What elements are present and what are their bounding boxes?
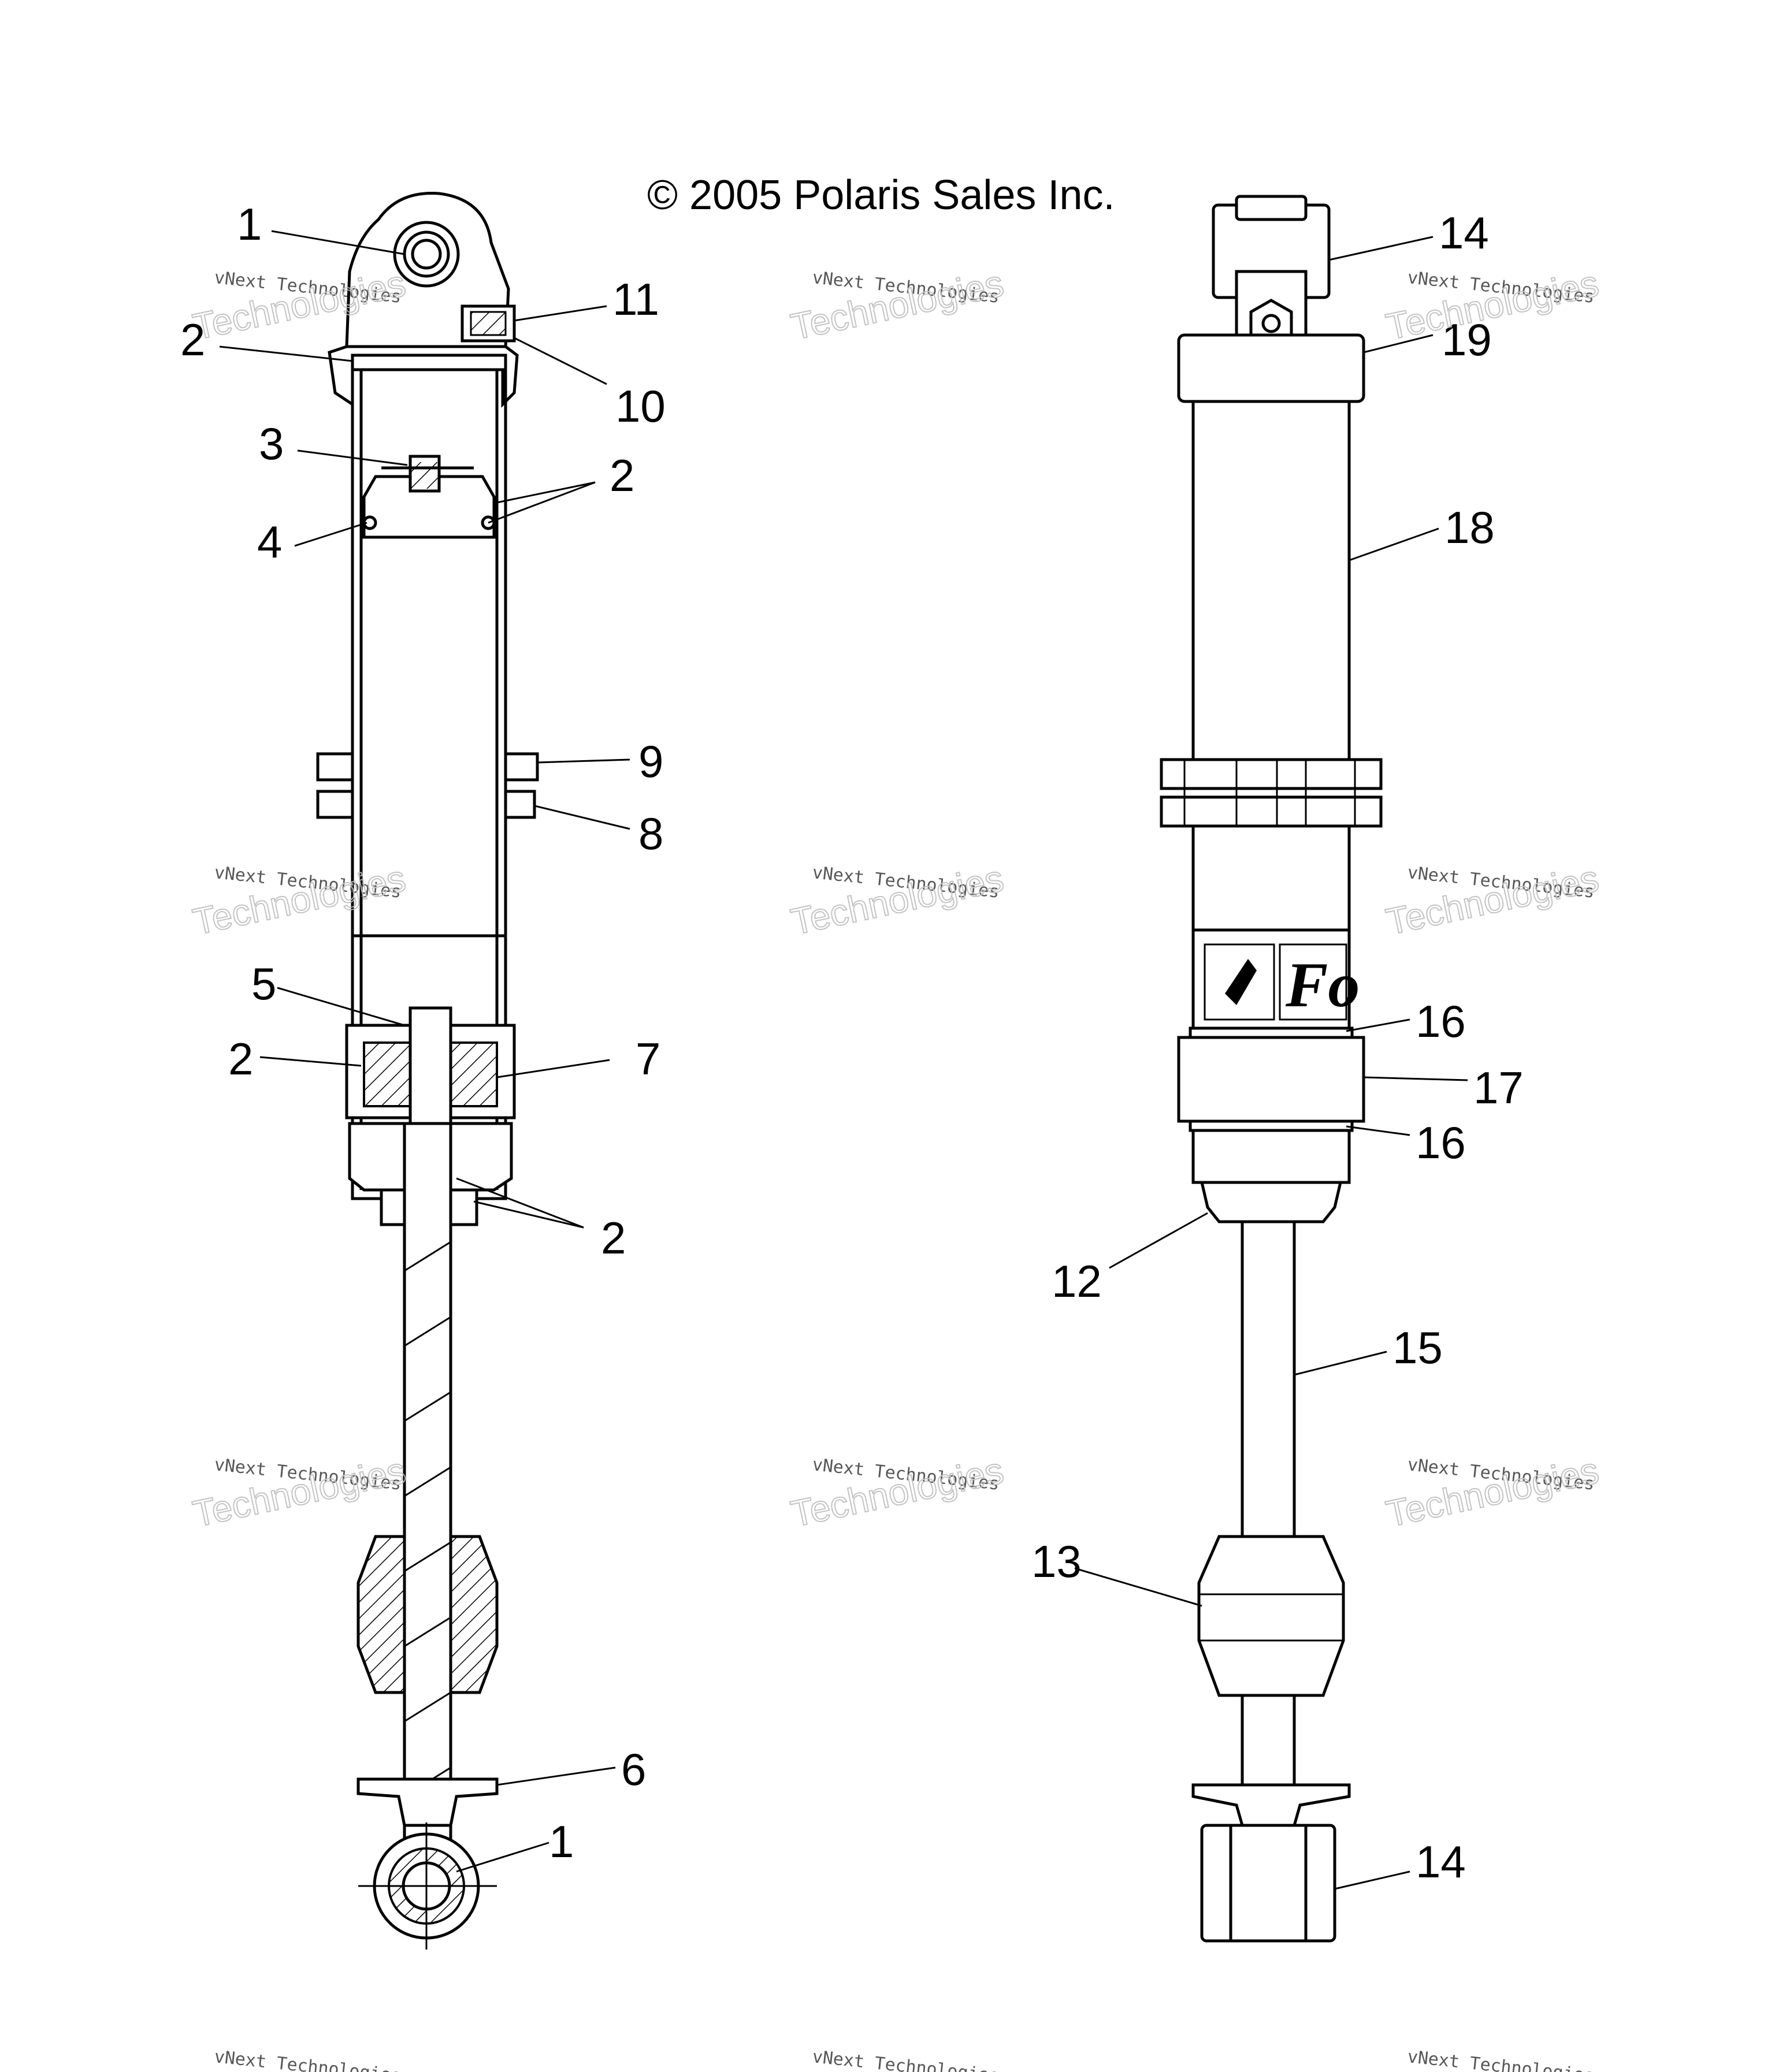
watermark-r4c2: vNext Technologies: [811, 2047, 1000, 2072]
bottom-eyelet-center: [1229, 1824, 1308, 1943]
shim-stack-left: [363, 1041, 411, 1107]
body-lower-tube: [1191, 824, 1351, 932]
callout-10: 10: [615, 381, 666, 431]
bottom-out-cup: [1191, 1783, 1351, 1827]
valve-threads: [470, 311, 507, 336]
bumper-13: [1197, 1535, 1345, 1697]
callout-11: 11: [612, 274, 659, 325]
top-eyelet-cap: [1235, 195, 1308, 221]
spring-collar-upper: [1160, 758, 1383, 790]
callout-4: 4: [257, 516, 282, 567]
callout-3: 3: [259, 418, 284, 469]
callout-2-low: 2: [601, 1212, 626, 1263]
piston-bolt-5: [409, 1006, 452, 1125]
spring-collar-9: [504, 752, 539, 782]
svg-text:vNext Technologies: vNext Technologies: [811, 2047, 1000, 2072]
left-leader-lines: [219, 230, 630, 1873]
callout-6: 6: [621, 1744, 646, 1795]
cutaway-shock-view: [316, 192, 539, 1950]
logo-panel-left: [1204, 943, 1275, 1021]
callout-17: 17: [1473, 1062, 1524, 1113]
exterior-shock-view: Fo: [1160, 195, 1383, 1943]
bleed-screw-hatch: [411, 462, 438, 489]
body-cap-19: [1177, 333, 1365, 403]
piston-shaft-15: [1241, 1220, 1296, 1842]
brand-logo: Fo: [1285, 950, 1360, 1020]
collar-notches: [1183, 760, 1356, 826]
retaining-ring-8: [504, 790, 536, 819]
callout-7: 7: [636, 1033, 660, 1084]
callout-9: 9: [638, 736, 663, 787]
spring-collar-lower: [1160, 795, 1383, 828]
top-eye-bore: [411, 239, 442, 270]
callout-14-top: 14: [1439, 207, 1489, 258]
air-valve-center: [1261, 314, 1281, 333]
sleeve-17: [1177, 1036, 1365, 1123]
brand-mark-icon: [1225, 959, 1257, 1005]
ifp-piston: [362, 475, 496, 539]
logo-panel-right: [1279, 943, 1347, 1021]
svg-text:vNext Technologies: vNext Technologies: [1406, 2047, 1595, 2072]
body-cap: [328, 345, 519, 408]
seal-head-12: [1200, 1181, 1343, 1223]
callout-18: 18: [1444, 502, 1495, 553]
callout-1-bottom: 1: [549, 1816, 574, 1867]
callout-14-bottom: 14: [1416, 1836, 1466, 1887]
callout-2-cap: 2: [180, 314, 205, 365]
callout-16-lower: 16: [1416, 1117, 1466, 1168]
spring-collar-left-upper: [316, 752, 354, 782]
seal-housing: [1191, 1129, 1351, 1184]
callout-16-upper: 16: [1416, 996, 1466, 1047]
callout-5: 5: [251, 958, 276, 1009]
callout-2-mid: 2: [228, 1033, 253, 1084]
svg-text:vNext Technologies: vNext Technologies: [213, 2047, 402, 2072]
logo-band: [1191, 928, 1351, 1030]
shaft-section-lines: [404, 1241, 451, 1798]
callout-13: 13: [1031, 1536, 1082, 1587]
bumper-right: [449, 1535, 499, 1694]
shim-stack-right: [450, 1041, 498, 1107]
copyright-text: © 2005 Polaris Sales Inc.: [647, 172, 1115, 218]
callout-15: 15: [1392, 1322, 1443, 1373]
callout-2-piston: 2: [610, 450, 634, 501]
callout-19: 19: [1442, 314, 1492, 365]
callout-12: 12: [1052, 1256, 1102, 1307]
bottom-out-cup-6: [357, 1777, 499, 1827]
body-tube-18: [1191, 400, 1351, 761]
watermark-r4c3: vNext Technologies: [1406, 2047, 1595, 2072]
right-leader-lines: [1074, 236, 1468, 1890]
callout-1-top: 1: [237, 199, 262, 250]
bumper-left: [357, 1535, 406, 1694]
watermark-r4c1: vNext Technologies: [213, 2047, 402, 2072]
spring-collar-left-lower: [316, 790, 354, 819]
ifp-oring-left: [362, 515, 377, 530]
callout-8: 8: [638, 808, 663, 859]
